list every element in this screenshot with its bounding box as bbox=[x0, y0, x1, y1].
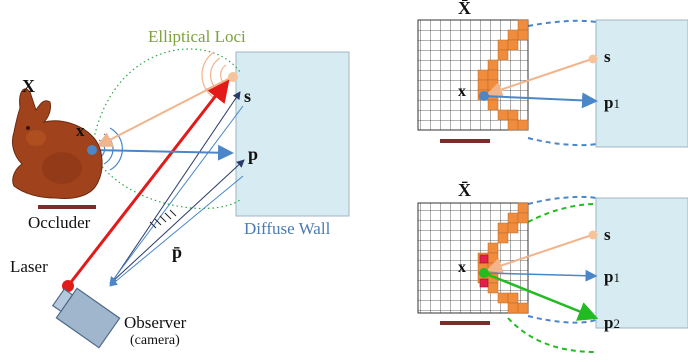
bunny-occluder bbox=[11, 88, 103, 199]
wall-bottom bbox=[595, 197, 688, 329]
wall-top bbox=[595, 19, 688, 148]
camera-label: (camera) bbox=[130, 333, 180, 348]
p1-label-bottom: p1 bbox=[604, 267, 620, 286]
s-point bbox=[228, 72, 238, 82]
diffuse-wall bbox=[235, 51, 350, 217]
p1-label-top: p1 bbox=[604, 93, 620, 112]
occluder-bar-top bbox=[440, 139, 490, 143]
s-label-top: s bbox=[604, 47, 611, 66]
elliptical-locus-lower bbox=[91, 151, 241, 210]
p2-label-bottom: p2 bbox=[604, 313, 620, 332]
big-x-label: X bbox=[22, 76, 35, 96]
p-label: p bbox=[248, 144, 258, 164]
camera-icon bbox=[51, 287, 121, 349]
small-x-label: x bbox=[76, 121, 85, 140]
occluder-bar-bottom bbox=[440, 321, 490, 325]
ray-s-to-x bbox=[96, 76, 233, 147]
s-label: s bbox=[244, 86, 251, 106]
ray-x-to-p1-top bbox=[483, 92, 598, 109]
laser-beam bbox=[66, 77, 230, 287]
ray-x-to-p1-bottom bbox=[483, 269, 598, 282]
camera-rays bbox=[109, 91, 245, 287]
x-bar-label-top: X̄ bbox=[458, 0, 471, 18]
x-bar-label-bottom: X̄ bbox=[458, 180, 471, 200]
x-point-top bbox=[479, 91, 489, 101]
s-label-bottom: s bbox=[604, 225, 611, 244]
occluder-bar bbox=[38, 205, 96, 209]
ray-s-to-x-bottom bbox=[486, 234, 593, 274]
left-panel: Elliptical Loci X x s p Occluder Diffuse… bbox=[10, 27, 350, 349]
occluder-label: Occluder bbox=[28, 213, 91, 232]
diffuse-wall-label: Diffuse Wall bbox=[244, 219, 331, 238]
bottom-right-panel: X̄ x s p1 p2 bbox=[417, 180, 688, 353]
s-point-top bbox=[588, 54, 598, 64]
elliptical-locus-upper bbox=[91, 48, 241, 149]
s-point-bottom bbox=[588, 230, 598, 240]
laser-label: Laser bbox=[10, 257, 48, 276]
x-point bbox=[87, 145, 97, 155]
ray-s-to-x-top bbox=[486, 58, 593, 98]
observer-label: Observer bbox=[124, 313, 187, 332]
ray-x-to-p bbox=[91, 144, 234, 161]
p-bar-label: p̄ bbox=[172, 242, 182, 262]
x-label-top: x bbox=[458, 83, 466, 100]
top-right-panel: X̄ x s p1 bbox=[417, 0, 688, 148]
ray-x-to-p2-bottom bbox=[483, 271, 599, 321]
x-point-bottom bbox=[479, 268, 489, 278]
elliptical-loci-label: Elliptical Loci bbox=[148, 27, 246, 46]
x-label-bottom: x bbox=[458, 259, 466, 276]
